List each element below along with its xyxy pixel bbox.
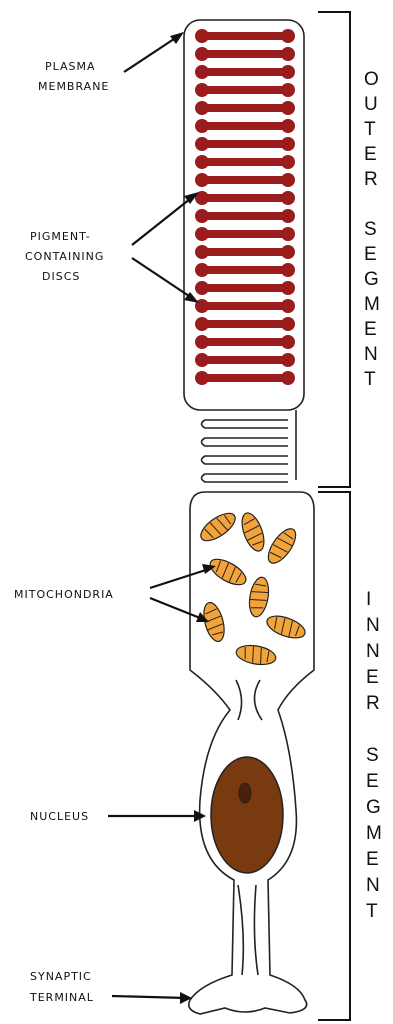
synaptic-arrowhead [180, 992, 192, 1004]
nucleolus [239, 783, 251, 803]
nucleus-label: NUCLEUS [30, 810, 89, 823]
pigment-disc [195, 299, 295, 313]
plasma-membrane-arrow [124, 35, 180, 72]
plasma-membrane-arrowhead [170, 32, 184, 44]
segment-letter: E [364, 319, 377, 340]
pigment-disc [195, 317, 295, 331]
segment-letter: E [366, 771, 379, 792]
mitochondrion [238, 510, 269, 554]
segment-letter: N [366, 875, 380, 896]
pigment-discs-arrows [132, 195, 195, 300]
segment-letter: T [366, 901, 378, 922]
mitochondria [196, 508, 307, 667]
pigment-disc [195, 65, 295, 79]
pigment-disc [195, 29, 295, 43]
segment-letter: R [366, 693, 380, 714]
segment-letter: T [364, 369, 376, 390]
pigment-disc [195, 137, 295, 151]
segment-letter: G [364, 269, 379, 290]
synaptic-terminal-arrow [112, 996, 186, 998]
pigment-disc [195, 335, 295, 349]
synaptic-terminal-label: SYNAPTIC TERMINAL [29, 970, 96, 1004]
mitochondria-arrows [150, 568, 212, 620]
segment-letter: N [366, 615, 380, 636]
pigment-disc [195, 209, 295, 223]
inner-segment-bracket [318, 492, 350, 1020]
segment-letter: O [364, 69, 379, 90]
pigment-disc [195, 191, 295, 205]
outer-segment-bracket [318, 12, 350, 487]
pigment-disc [195, 155, 295, 169]
pigment-disc [195, 101, 295, 115]
segment-letter: R [364, 169, 378, 190]
segment-letter: U [364, 94, 378, 115]
mitochondrion [264, 612, 308, 643]
segment-letter: S [366, 745, 379, 766]
mitochondrion [263, 524, 301, 567]
pigment-disc [195, 173, 295, 187]
pigment-disc [195, 371, 295, 385]
pigment-disc [195, 119, 295, 133]
nucleus [211, 757, 283, 873]
segment-letter: M [364, 294, 380, 315]
mitochondria-label: MITOCHONDRIA [14, 588, 114, 601]
segment-letter: E [364, 144, 377, 165]
pigment-disc [195, 245, 295, 259]
mitochondrion [196, 508, 239, 546]
pigment-disc [195, 263, 295, 277]
segment-letter: N [366, 641, 380, 662]
segment-letter: G [366, 797, 381, 818]
pigment-disc [195, 83, 295, 97]
outer-segment [184, 20, 304, 482]
segment-letter: S [364, 219, 377, 240]
disc-folds [202, 410, 297, 482]
segment-letter: E [366, 849, 379, 870]
mitochondrion [206, 554, 250, 590]
plasma-membrane-label: PLASMA MEMBRANE [38, 60, 109, 93]
segment-letter: E [364, 244, 377, 265]
pigment-disc [195, 227, 295, 241]
pigment-disc [195, 353, 295, 367]
pigment-discs-label: PIGMENT- CONTAINING DISCS [25, 230, 109, 283]
pigment-disc [195, 281, 295, 295]
segment-letter: I [366, 589, 371, 610]
segment-letter: N [364, 344, 378, 365]
mitochondrion [235, 643, 278, 668]
segment-letter: T [364, 119, 376, 140]
pigment-disc [195, 47, 295, 61]
mitochondrion [247, 576, 272, 619]
pigment-discs [195, 29, 295, 385]
segment-letter: M [366, 823, 382, 844]
segment-letter: E [366, 667, 379, 688]
